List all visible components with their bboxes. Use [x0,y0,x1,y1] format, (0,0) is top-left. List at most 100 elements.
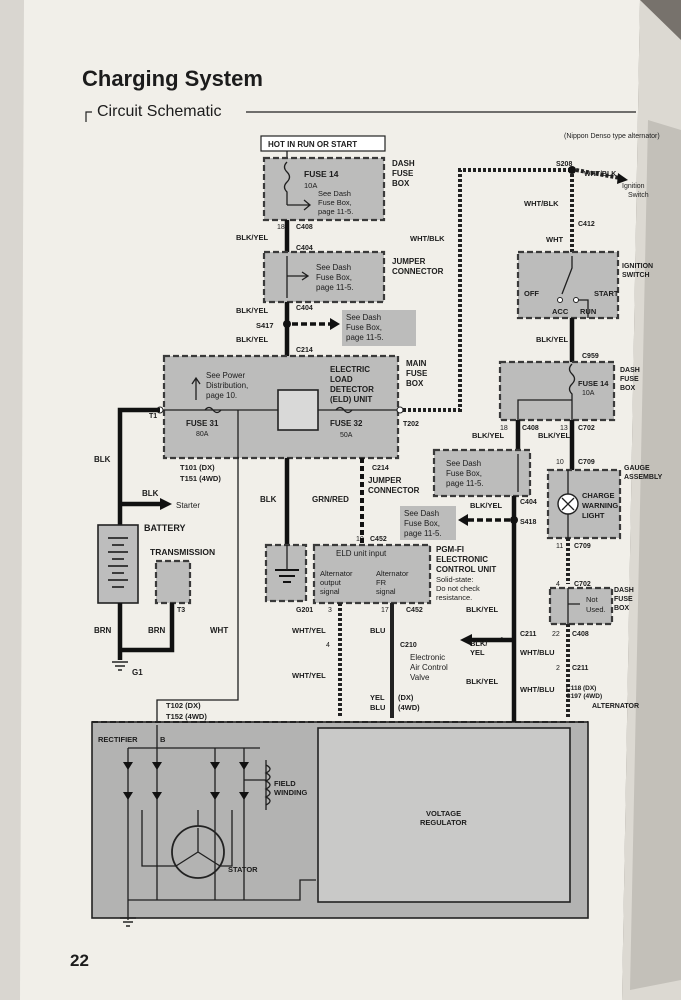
main-fuse-label-2: FUSE [406,369,428,378]
fuse14-amp: 10A [304,181,317,190]
dash-fuse-box-label-3: BOX [392,179,410,188]
wire-blk-yel-2: BLK/YEL [236,306,269,315]
s418-label: S418 [520,519,536,526]
wire-blk-yel-9: BLK/YEL [466,677,499,686]
c214-label: C214 [296,347,313,354]
wire-wht-yel-2: WHT/YEL [292,671,326,680]
pin-22: 22 [552,631,560,638]
eld-label-1: ELECTRIC [330,365,370,374]
eacv-1: Electronic [410,653,445,662]
s418-ref2: Fuse Box, [404,519,440,528]
eld-label-3: DETECTOR [330,385,374,394]
c404-label-2: C404 [296,305,313,312]
transmission-label: TRANSMISSION [150,547,215,557]
rectifier-label: RECTIFIER [98,735,138,744]
fuse14b-amp: 10A [582,390,595,397]
c452-label-2: C452 [406,607,423,614]
ign-acc: ACC [552,307,569,316]
pin-18: 18 [277,224,285,231]
s418-ref3: page 11-5. [404,529,442,538]
power-ref2: Distribution, [206,381,248,390]
fuse14-ref3: page 11-5. [318,207,353,216]
dfb3-label-2: FUSE [614,596,633,603]
4wd-label: (4WD) [398,703,420,712]
dfb2-label-2: FUSE [620,376,639,383]
voltage-regulator-block [317,727,571,903]
t151-label: T151 (4WD) [180,474,221,483]
transmission-block [154,559,192,605]
t202-label: T202 [403,421,419,428]
charge-light-1: CHARGE [582,491,615,500]
dash-fuse-box-right [498,360,616,422]
wire-blk-yel-3: BLK/YEL [236,335,269,344]
alt-output-1: Alternator [320,569,353,578]
power-ref1: See Power [206,371,245,380]
c709-label-2: C709 [574,543,591,550]
ignition-switch-ref2: Switch [628,192,649,199]
ign-off: OFF [524,289,539,298]
c412-label: C412 [578,221,595,228]
alt-fr-3: signal [376,587,396,596]
dx-label: (DX) [398,693,414,702]
pin-10b: 10 [556,459,564,466]
s417-label: S417 [256,321,274,330]
pin-17: 17 [381,607,389,614]
c210-label: C210 [400,642,417,649]
wire-blk-slash: BLK/ [470,639,488,648]
dash-fuse-box-label-2: FUSE [392,169,414,178]
jumper-connector-box [262,250,386,304]
dfb2-label-3: BOX [620,385,636,392]
wire-blk-yel-8: BLK/YEL [466,605,499,614]
wire-wht-1: WHT [210,626,228,635]
not-used-2: Used. [586,605,606,614]
voltage-regulator-1: VOLTAGE [426,809,461,818]
pin-4b: 4 [556,581,560,588]
c211-label-2: C211 [520,631,536,638]
dfb3-label-3: BOX [614,605,630,612]
charge-light-2: WARNING [582,501,618,510]
ign-switch-label-2: SWITCH [622,272,650,279]
c404-ref2: Fuse Box, [446,469,482,478]
jc-label-1: JUMPER [392,257,426,266]
page-subtitle: Circuit Schematic [97,103,221,120]
battery-label: BATTERY [144,523,186,533]
fuse14-ref2: Fuse Box, [318,198,352,207]
fuse31-amp: 80A [196,431,209,438]
c408-label-2: C408 [522,425,539,432]
wire-blk-yel-1: BLK/YEL [236,233,269,242]
wire-blu-2: BLU [370,703,385,712]
solid-state-3: resistance. [436,593,472,602]
s417-ref1: See Dash [346,313,381,322]
fuse14-label: FUSE 14 [304,169,339,179]
c702-label: C702 [578,425,595,432]
wire-yel: YEL [370,693,385,702]
wire-blu-1: BLU [370,626,385,635]
eacv-2: Air Control [410,663,448,672]
pin-3: 3 [328,607,332,614]
fuse14b-label: FUSE 14 [578,379,609,388]
g201-label: G201 [296,607,313,614]
wire-wht-blk-right: WHT/BLK [584,171,616,178]
dfb2-label-1: DASH [620,367,640,374]
alt-output-2: output [320,578,342,587]
eld-unit-block [277,389,319,431]
t101-label: T101 (DX) [180,463,215,472]
c118-label: C118 (DX) [566,685,596,692]
wire-blk-yel-6: BLK/YEL [538,431,571,440]
field-winding-1: FIELD [274,779,296,788]
wire-blk-yel-4: BLK/YEL [536,335,569,344]
pgm-label-1: PGM-FI [436,545,464,554]
main-fuse-label-1: MAIN [406,359,427,368]
power-ref3: page 10. [206,391,237,400]
eacv-3: Valve [410,673,430,682]
s417-ref3: page 11-5. [346,333,384,342]
wire-brn-1: BRN [94,626,112,635]
g1-label: G1 [132,668,143,677]
alternator-type-note: (Nippon Denso type alternator) [564,133,660,140]
eld-label-2: LOAD [330,375,353,384]
pgm-label-2: ELECTRONIC [436,555,488,564]
fuse31-label: FUSE 31 [186,419,219,428]
pin-2: 2 [556,665,560,672]
g201-block [264,543,308,603]
